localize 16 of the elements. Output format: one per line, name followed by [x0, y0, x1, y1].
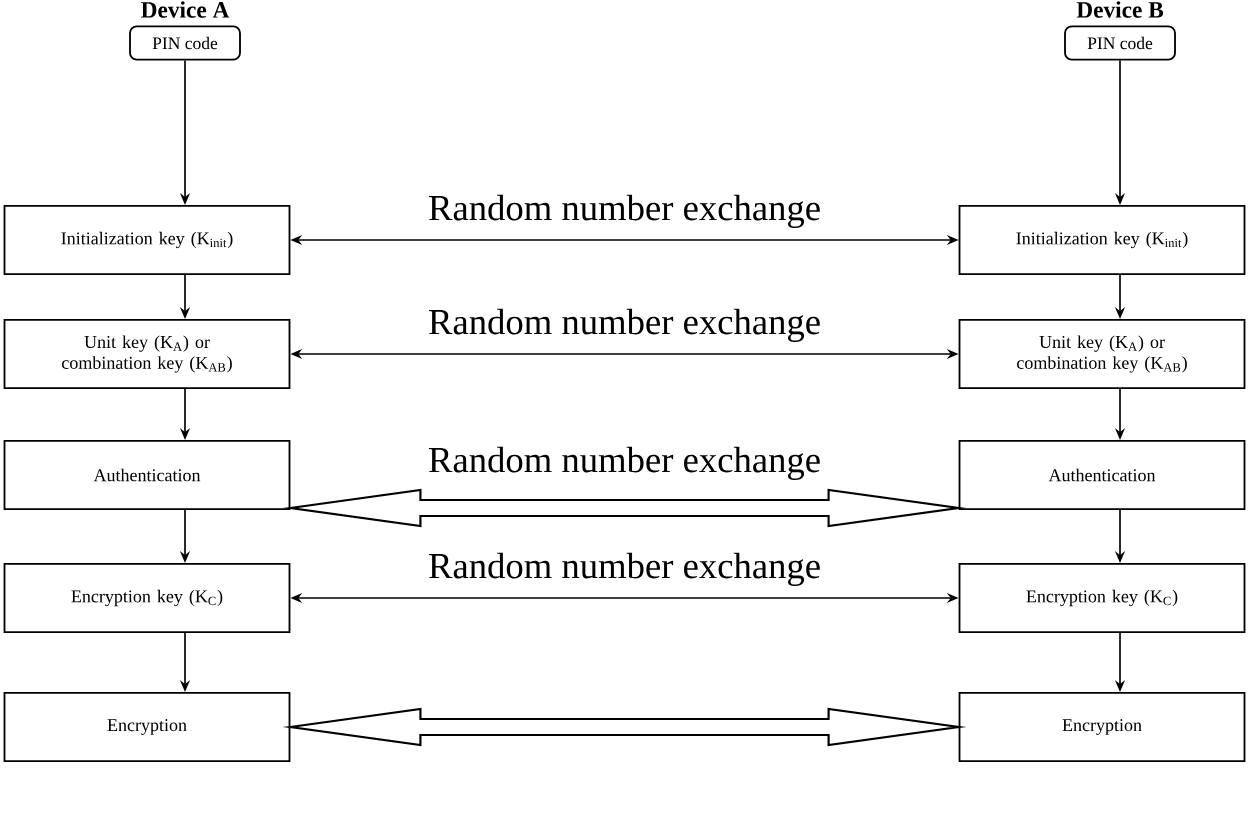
process-box: Authentication — [3, 439, 291, 511]
process-box: Encryption — [958, 691, 1246, 763]
process-box: Unit key (K$_{A}$) or combination key (K$_{AB}$) — [958, 318, 1246, 390]
process-box: Encryption key (K$_{C}$) — [958, 562, 1246, 634]
edge-label: Random number exchange — [426, 551, 823, 588]
process-box: Encryption key (K$_{C}$) — [3, 562, 291, 634]
process-box: Initialization key (K$_{init}$) — [3, 204, 291, 276]
edge-label: Random number exchange — [426, 193, 823, 230]
edge-label: Random number exchange — [426, 307, 823, 344]
process-box: Encryption — [3, 691, 291, 763]
input-box: PIN code — [129, 25, 241, 61]
input-box: PIN code — [1064, 25, 1176, 61]
process-box: Initialization key (K$_{init}$) — [958, 204, 1246, 276]
process-box: Authentication — [958, 439, 1246, 511]
process-box: Unit key (K$_{A}$) or combination key (K$_{AB}$) — [3, 318, 291, 390]
edge-label: Random number exchange — [426, 445, 823, 482]
